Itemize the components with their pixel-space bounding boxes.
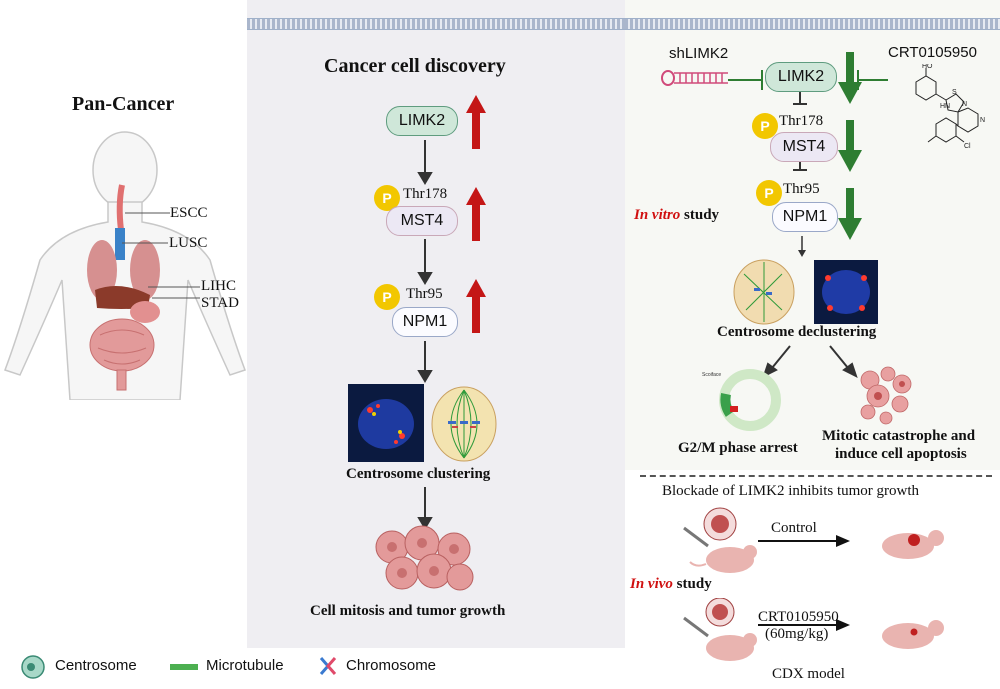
- centrosome-legend-icon: [21, 655, 45, 679]
- shrna-hairpin-icon: [661, 70, 728, 86]
- tumor-growth-label: Cell mitosis and tumor growth: [310, 603, 506, 619]
- mouse-drug-result: [882, 620, 944, 649]
- svg-text:Scoiface: Scoiface: [702, 372, 721, 378]
- legend-centrosome: Centrosome: [55, 657, 137, 674]
- crt-drug-label: CRT0105950: [888, 44, 977, 61]
- npm1-node: NPM1: [392, 307, 458, 337]
- downregulation-arrows: [838, 52, 862, 240]
- cdx-model-label: CDX model: [772, 666, 845, 682]
- small-down-arrow: [798, 236, 806, 257]
- invitro-label: In vitro study: [634, 207, 719, 224]
- drug-arrow: [758, 619, 850, 631]
- centrosome-clustering-label: Centrosome clustering: [346, 466, 491, 482]
- cell-membrane-right: [625, 18, 1000, 30]
- upregulation-arrows: [466, 95, 486, 333]
- trachea: [115, 228, 125, 260]
- right-limk2-node: LIMK2: [765, 62, 837, 92]
- centrosome-declustering-label: Centrosome declustering: [717, 324, 877, 340]
- tumor-cells-cluster: [375, 525, 474, 591]
- right-mst4-node: MST4: [770, 132, 838, 162]
- syringe-icon: [683, 526, 709, 548]
- phospho-badge-thr178: P: [374, 185, 400, 211]
- invivo-label: In vivo study: [630, 576, 712, 593]
- svg-text:HN: HN: [940, 103, 950, 110]
- centrosome-clustering-images: [348, 384, 497, 462]
- phospho-site-thr178: Thr178: [403, 186, 448, 202]
- mouse-control-result: [882, 530, 944, 559]
- limk2-node: LIMK2: [386, 106, 458, 136]
- invivo-study: study: [672, 576, 712, 592]
- organ-label-lihc: LIHC: [201, 278, 236, 294]
- shlimk2-label: shLIMK2: [669, 45, 729, 62]
- right-lung: [130, 240, 160, 300]
- syringe-icon-2: [683, 616, 709, 638]
- right-phospho-site-thr178: Thr178: [779, 113, 824, 129]
- phospho-site-thr95: Thr95: [406, 286, 443, 302]
- drug-treatment-label: CRT0105950: [758, 609, 839, 625]
- pan-cancer-title: Pan-Cancer: [72, 93, 175, 115]
- right-npm1-node: NPM1: [772, 202, 838, 232]
- control-arrow: [758, 535, 850, 547]
- centrosome-declustering-images: [733, 259, 878, 325]
- organ-label-lusc: LUSC: [169, 235, 208, 251]
- esophagus: [116, 184, 125, 231]
- left-lung: [87, 240, 117, 300]
- blockade-title: Blockade of LIMK2 inhibits tumor growth: [662, 483, 920, 499]
- microtubule-legend-icon: [170, 664, 198, 670]
- svg-text:N: N: [962, 101, 967, 108]
- middle-flow-arrows: [417, 140, 433, 530]
- right-phospho-badge-thr95: P: [756, 180, 782, 206]
- control-label: Control: [771, 520, 817, 536]
- cell-cycle-ring-icon: Scoiface: [702, 369, 781, 431]
- right-phospho-site-thr95: Thr95: [783, 181, 820, 197]
- invivo-italic: In vivo: [630, 576, 673, 592]
- human-body-illustration: [4, 131, 246, 400]
- dashed-divider: [640, 475, 992, 477]
- mitotic-catastrophe-line2: induce cell apoptosis: [835, 446, 967, 462]
- svg-text:N: N: [980, 117, 985, 124]
- organ-label-escc: ESCC: [170, 205, 208, 221]
- mouse-control-treated: [683, 507, 757, 573]
- chromosome-legend-icon: [319, 657, 337, 675]
- dose-label: (60mg/kg): [765, 626, 829, 642]
- g2m-arrest-label: G2/M phase arrest: [678, 440, 798, 456]
- intestines: [89, 318, 155, 391]
- svg-text:HO: HO: [922, 64, 933, 70]
- branch-arrows: [762, 345, 858, 378]
- mouse-drug-treated: [683, 598, 757, 661]
- apoptotic-cells-icon: [860, 366, 912, 425]
- large-tumor: [908, 534, 920, 546]
- svg-text:Cl: Cl: [964, 143, 971, 150]
- legend-chromosome: Chromosome: [346, 657, 437, 674]
- legend-microtubule: Microtubule: [206, 657, 284, 674]
- svg-text:S: S: [952, 89, 957, 96]
- invitro-italic: In vitro: [634, 207, 681, 223]
- phospho-badge-thr95: P: [374, 284, 400, 310]
- stomach: [130, 301, 160, 323]
- inhibition-lines-top: [728, 70, 888, 90]
- mst4-node: MST4: [386, 206, 458, 236]
- small-tumor: [910, 628, 918, 636]
- discovery-title: Cancer cell discovery: [324, 55, 506, 77]
- organ-label-stad: STAD: [201, 295, 239, 311]
- organ-leader-lines: [122, 212, 200, 299]
- mitotic-catastrophe-line1: Mitotic catastrophe and: [822, 428, 976, 444]
- invitro-study: study: [680, 207, 720, 223]
